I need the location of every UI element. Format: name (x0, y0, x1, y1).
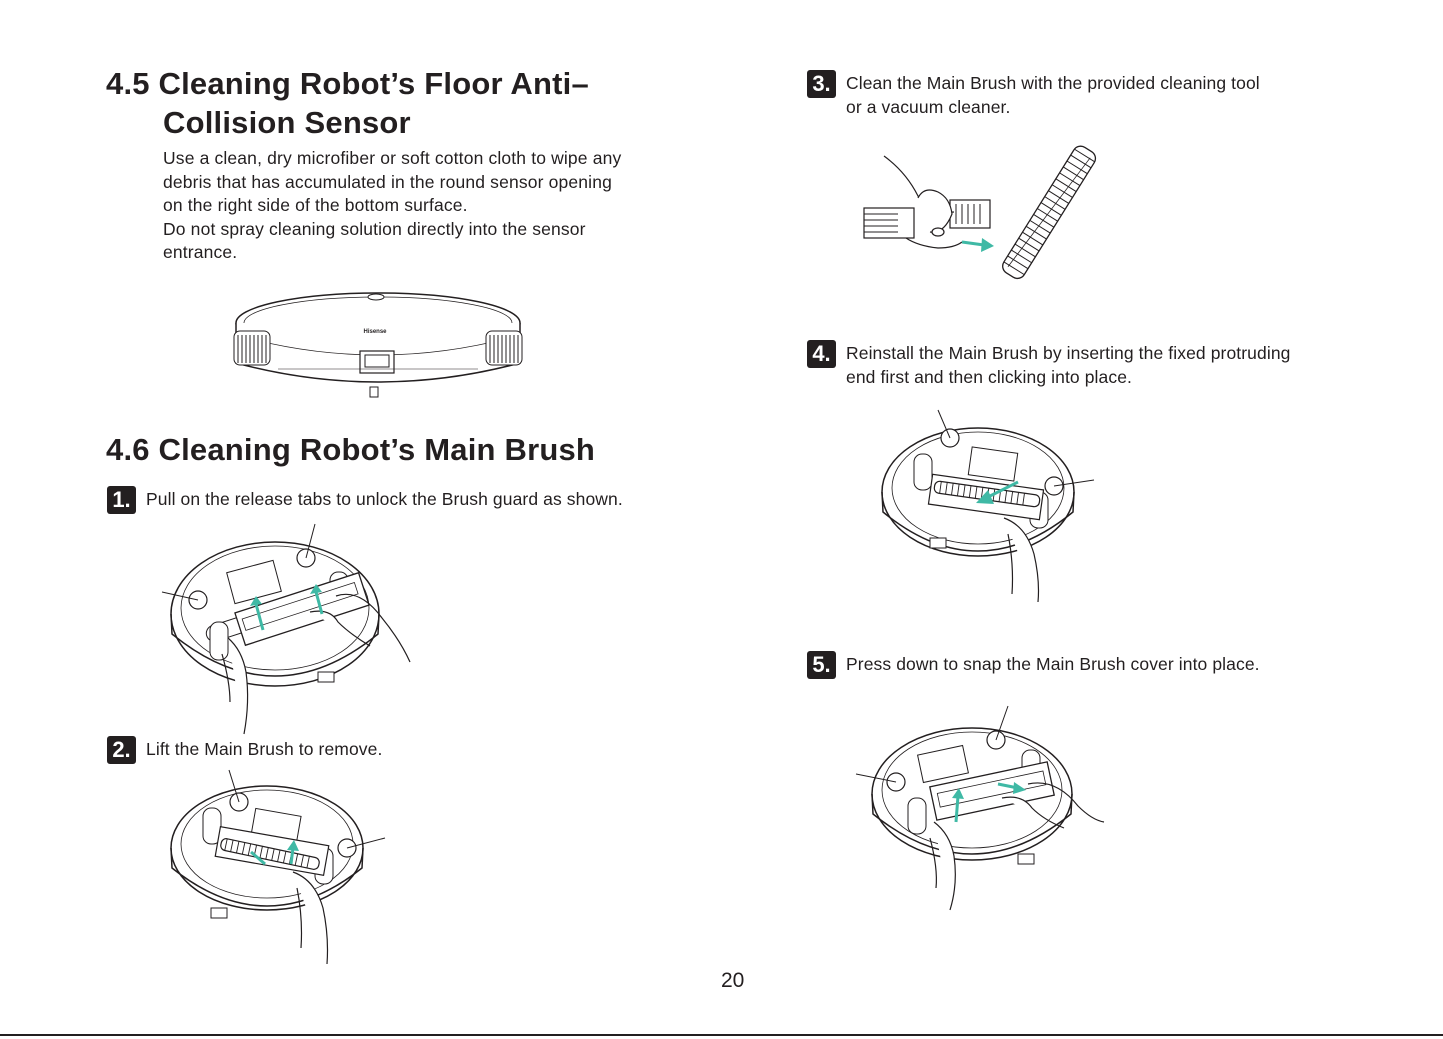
teal-arrow-icon (952, 782, 1026, 823)
step-5: 5. Press down to snap the Main Brush cov… (807, 651, 1260, 679)
hand-illustration (929, 782, 1105, 911)
step-text: Pull on the release tabs to unlock the B… (146, 488, 623, 512)
robot-bottom-illustration (170, 769, 386, 919)
robot-brand-logo: Hisense (363, 329, 387, 335)
page-number: 20 (721, 969, 745, 992)
step-line: end first and then clicking into place. (846, 366, 1133, 387)
hand-illustration (221, 593, 411, 735)
step-1: 1. Pull on the release tabs to unlock th… (107, 486, 623, 514)
step-badge: 3. (807, 70, 836, 98)
step-text: Reinstall the Main Brush by inserting th… (846, 342, 1291, 389)
teal-arrow-icon (976, 480, 1019, 504)
step-4: 4. Reinstall the Main Brush by inserting… (807, 340, 1291, 389)
step-text: Press down to snap the Main Brush cover … (846, 653, 1260, 677)
step-line: Clean the Main Brush with the provided c… (846, 73, 1260, 93)
section-4-5-heading-line1: 4.5 Cleaning Robot’s Floor Anti– (106, 66, 589, 101)
cleaning-tool-illustration (863, 199, 991, 239)
paragraph-line: Do not spray cleaning solution directly … (163, 218, 586, 239)
bottom-rule (0, 1034, 1443, 1036)
step-2: 2. Lift the Main Brush to remove. (107, 736, 382, 764)
step-5-illustration (855, 705, 1105, 911)
step-line: Press down to snap the Main Brush cover … (846, 654, 1260, 674)
step-3: 3. Clean the Main Brush with the provide… (807, 70, 1260, 119)
step-badge: 1. (107, 486, 136, 514)
paragraph-line: on the right side of the bottom surface. (163, 195, 468, 215)
step-line: or a vacuum cleaner. (846, 96, 1011, 117)
step-1-illustration (161, 523, 411, 735)
main-brush-illustration (1002, 145, 1097, 280)
step-text: Lift the Main Brush to remove. (146, 738, 382, 762)
step-2-illustration (170, 769, 386, 965)
step-line: Pull on the release tabs to unlock the B… (146, 489, 623, 509)
paragraph-line: debris that has accumulated in the round… (163, 171, 612, 192)
step-line: Reinstall the Main Brush by inserting th… (846, 343, 1291, 363)
sensor-instructions: Use a clean, dry microfiber or soft cott… (163, 147, 723, 265)
step-badge: 4. (807, 340, 836, 368)
paragraph-line: Use a clean, dry microfiber or soft cott… (163, 148, 622, 168)
hand-illustration (883, 155, 963, 249)
robot-bottom-illustration (881, 409, 1095, 557)
hand-illustration (292, 871, 329, 965)
robot-bottom-illustration (161, 523, 380, 687)
step-text: Clean the Main Brush with the provided c… (846, 72, 1260, 119)
section-4-6-heading: 4.6 Cleaning Robot’s Main Brush (106, 432, 596, 467)
teal-arrow-icon (250, 840, 299, 866)
main-brush-illustration (220, 838, 320, 870)
section-4-5-heading-line2: Collision Sensor (163, 105, 411, 140)
robot-top-illustration: Hisense (233, 292, 523, 398)
step-badge: 2. (107, 736, 136, 764)
teal-arrow-icon (250, 584, 324, 631)
teal-arrow-icon (961, 238, 994, 252)
step-line: Lift the Main Brush to remove. (146, 739, 383, 759)
paragraph-line: entrance. (163, 242, 238, 262)
hand-illustration (1003, 517, 1040, 603)
robot-bottom-illustration (855, 705, 1073, 865)
step-badge: 5. (807, 651, 836, 679)
step-3-illustration (863, 145, 1097, 280)
step-4-illustration (881, 409, 1095, 603)
